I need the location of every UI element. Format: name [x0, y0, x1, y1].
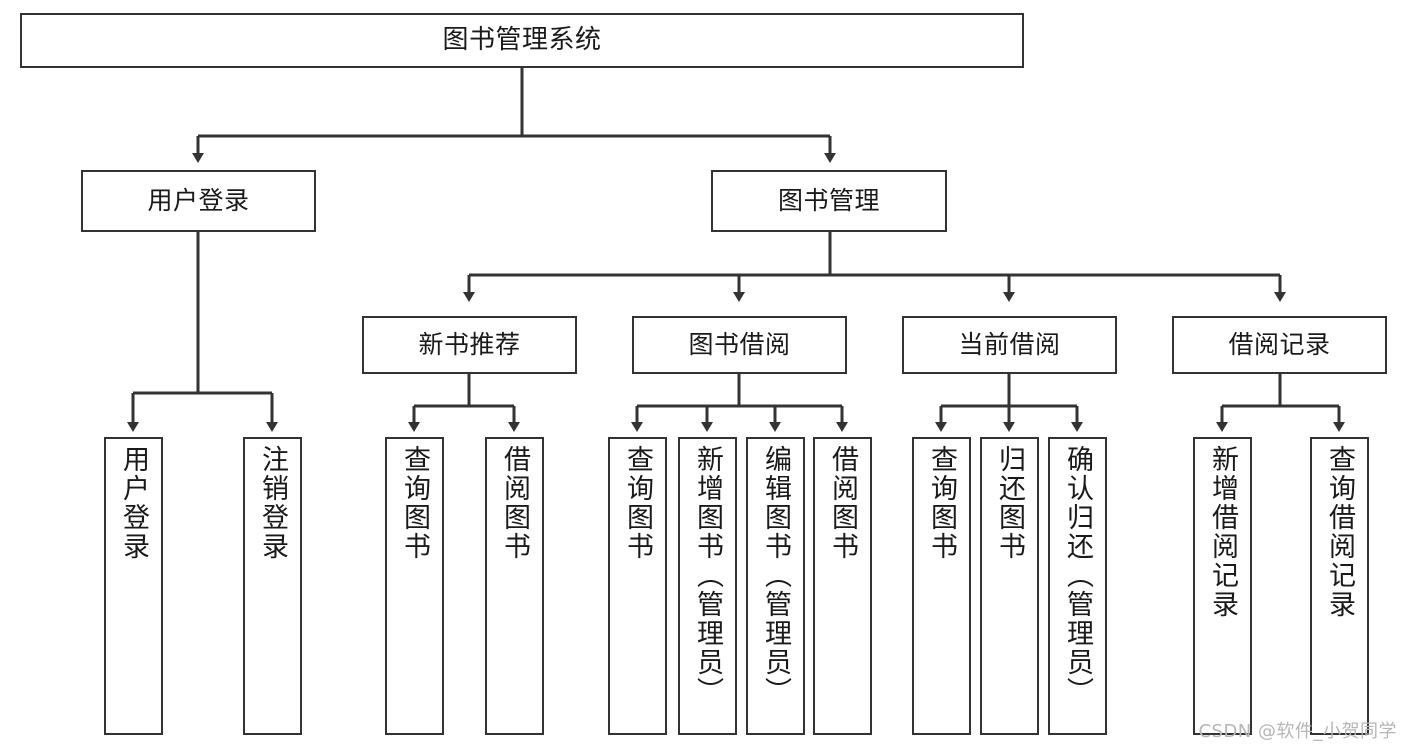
node-root-book-management-system[interactable]: 图书管理系统 — [20, 13, 1024, 68]
node-leaf-query-book-recommend[interactable]: 查询图书 — [385, 437, 444, 735]
node-leaf-add-borrow-record[interactable]: 新增借阅记录 — [1193, 437, 1252, 735]
node-leaf-query-borrow-record[interactable]: 查询借阅记录 — [1310, 437, 1369, 735]
node-label: 归还图书 — [994, 445, 1025, 561]
node-label: 查询图书 — [622, 445, 653, 561]
node-new-book-recommend[interactable]: 新书推荐 — [362, 316, 577, 374]
node-label: 查询图书 — [399, 445, 430, 561]
csdn-watermark: CSDN @软件_小贺同学 — [1198, 721, 1397, 742]
node-label: 当前借阅 — [958, 330, 1061, 359]
node-label: 图书管理系统 — [442, 24, 602, 55]
node-leaf-borrow-book-recommend[interactable]: 借阅图书 — [485, 437, 544, 735]
node-leaf-edit-book-admin[interactable]: 编辑图书（管理员） — [746, 437, 805, 735]
node-leaf-user-login[interactable]: 用户登录 — [104, 437, 163, 735]
node-label: 借阅记录 — [1228, 330, 1331, 359]
node-label: 查询图书 — [926, 445, 957, 561]
node-borrow-record[interactable]: 借阅记录 — [1172, 316, 1387, 374]
node-leaf-query-book-borrow[interactable]: 查询图书 — [608, 437, 667, 735]
node-label: 用户登录 — [147, 186, 250, 215]
node-leaf-return-book[interactable]: 归还图书 — [980, 437, 1039, 735]
node-label: 借阅图书 — [827, 445, 858, 561]
node-label: 新增借阅记录 — [1207, 445, 1238, 619]
node-leaf-borrow-book[interactable]: 借阅图书 — [813, 437, 872, 735]
node-label: 查询借阅记录 — [1324, 445, 1355, 619]
node-label: 图书借阅 — [688, 330, 791, 359]
node-book-management[interactable]: 图书管理 — [711, 170, 947, 232]
node-leaf-logout[interactable]: 注销登录 — [243, 437, 302, 735]
node-user-login[interactable]: 用户登录 — [81, 170, 316, 232]
node-label: 新书推荐 — [418, 330, 521, 359]
node-label: 用户登录 — [118, 445, 149, 561]
node-label: 注销登录 — [257, 445, 288, 561]
node-label: 借阅图书 — [499, 445, 530, 561]
node-leaf-query-book-current[interactable]: 查询图书 — [912, 437, 971, 735]
node-leaf-add-book-admin[interactable]: 新增图书（管理员） — [678, 437, 737, 735]
node-label: 新增图书（管理员） — [692, 445, 723, 706]
node-label: 确认归还（管理员） — [1062, 445, 1093, 706]
node-leaf-confirm-return-admin[interactable]: 确认归还（管理员） — [1048, 437, 1107, 735]
node-label: 图书管理 — [777, 186, 880, 215]
node-current-borrow[interactable]: 当前借阅 — [902, 316, 1117, 374]
node-book-borrow[interactable]: 图书借阅 — [632, 316, 847, 374]
node-label: 编辑图书（管理员） — [760, 445, 791, 706]
